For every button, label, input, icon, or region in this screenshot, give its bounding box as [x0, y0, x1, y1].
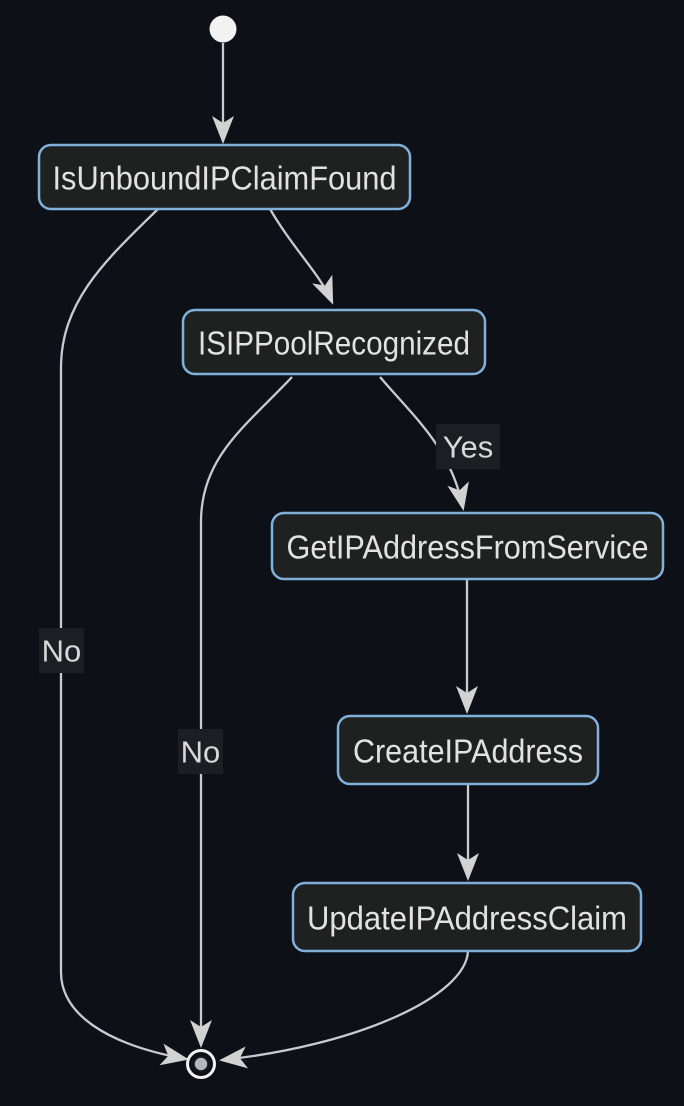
state-node-box — [181, 308, 487, 376]
state-node-box — [270, 511, 665, 581]
edge-label-no-middle: No — [178, 729, 223, 774]
state-node-updateipaddressclaim: UpdateIPAddressClaim — [291, 881, 643, 953]
final-state-ring — [186, 1049, 216, 1079]
state-node-box — [336, 714, 600, 786]
edge-label-no-left-text: No — [42, 634, 82, 669]
edge-label-no-middle-text: No — [181, 735, 221, 770]
state-node-getipaddressfromservice: GetIPAddressFromService — [270, 511, 665, 581]
final-state-icon — [186, 1049, 216, 1079]
edge-updateipaddressclaim-to-final — [219, 950, 470, 1069]
edge-label-yes: Yes — [436, 424, 500, 469]
state-node-box — [37, 143, 412, 211]
state-node-label: GetIPAddressFromService — [287, 529, 649, 566]
edge-label-background — [39, 628, 84, 673]
edge-isippoolrecognized-to-getipaddressfromservice-yes — [379, 376, 469, 511]
edge-label-background — [178, 729, 223, 774]
edge-isunboundipclaimfound-to-isippoolrecognized — [269, 208, 334, 305]
state-node-createipaddress: CreateIPAddress — [336, 714, 600, 786]
state-node-box — [291, 881, 643, 953]
edge-isippoolrecognized-to-final-no — [190, 376, 293, 1048]
edge-label-yes-text: Yes — [443, 430, 494, 465]
edge-label-background — [436, 424, 500, 469]
state-node-label: IsUnboundIPClaimFound — [53, 160, 397, 197]
state-node-label: CreateIPAddress — [353, 733, 583, 770]
initial-state-icon — [209, 15, 237, 43]
state-node-isippoolrecognized: ISIPPoolRecognized — [181, 308, 487, 376]
edge-label-no-left: No — [39, 628, 84, 673]
state-node-label: UpdateIPAddressClaim — [307, 900, 627, 937]
edge-isunboundipclaimfound-to-final-no — [59, 208, 189, 1066]
final-state-core — [192, 1055, 210, 1073]
state-node-label: ISIPPoolRecognized — [198, 325, 470, 362]
state-node-isunboundipclaimfound: IsUnboundIPClaimFound — [37, 143, 412, 211]
